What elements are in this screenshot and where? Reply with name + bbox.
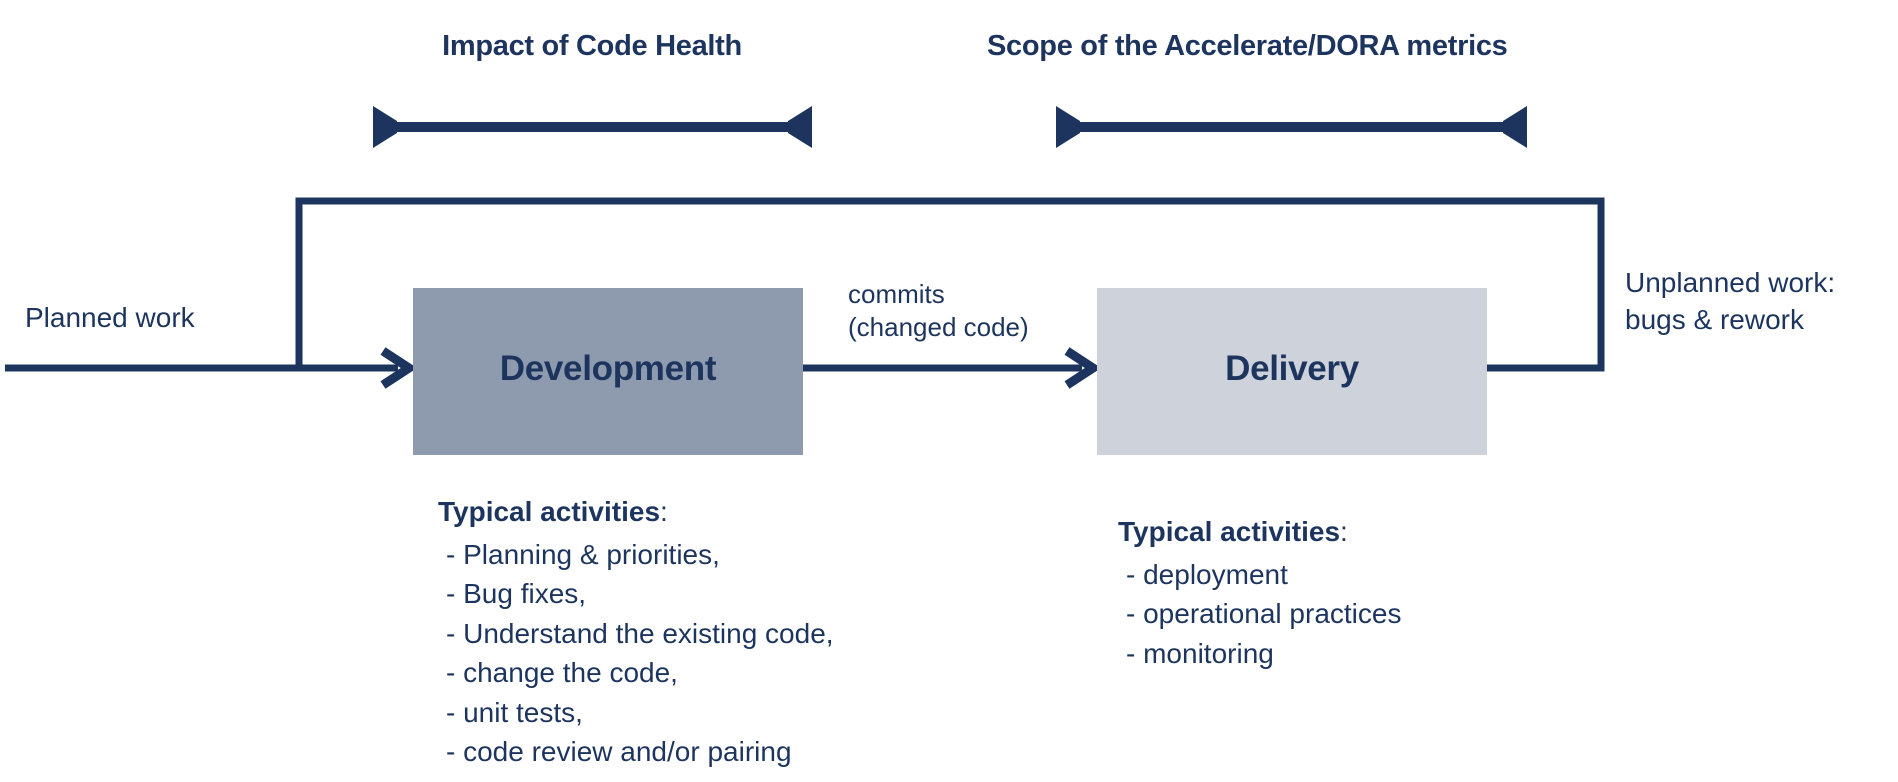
unplanned-work-line2: bugs & rework	[1625, 304, 1804, 335]
delivery-activities-list: - deployment - operational practices - m…	[1118, 555, 1401, 674]
commits-label-line1: commits	[848, 279, 945, 309]
code-health-title: Impact of Code Health	[442, 30, 742, 62]
dora-metrics-title: Scope of the Accelerate/DORA metrics	[987, 30, 1508, 62]
delivery-box-label: Delivery	[1225, 348, 1359, 388]
list-item: - unit tests,	[446, 696, 583, 728]
development-box: Development	[413, 288, 803, 455]
development-activities-title: Typical activities:	[438, 496, 668, 527]
list-item: - Bug fixes,	[446, 578, 587, 609]
unplanned-work-label: Unplanned work: bugs & rework	[1625, 264, 1835, 338]
commits-label: commits (changed code)	[848, 278, 1029, 344]
commits-arrowhead-icon	[1064, 347, 1102, 389]
list-item: - monitoring	[1126, 637, 1274, 669]
list-item: - deployment	[1126, 558, 1288, 590]
delivery-box: Delivery	[1097, 288, 1487, 455]
commits-label-line2: (changed code)	[848, 312, 1029, 342]
development-activities: Typical activities: - Planning & priorit…	[438, 492, 834, 772]
planned-work-label: Planned work	[25, 302, 195, 333]
unplanned-work-line1: Unplanned work:	[1625, 267, 1836, 298]
development-activities-list: - Planning & priorities, - Bug fixes, - …	[438, 535, 834, 772]
delivery-activities-title: Typical activities:	[1118, 516, 1348, 547]
code-health-scope-bracket	[373, 106, 812, 148]
bracket-left-cap-icon	[1056, 106, 1080, 148]
planned-work-arrowhead-icon	[380, 347, 418, 389]
list-item: - change the code,	[446, 657, 678, 688]
list-item: - Planning & priorities,	[446, 538, 720, 570]
bracket-right-cap-icon	[1503, 106, 1527, 148]
list-item: - code review and/or pairing	[446, 736, 792, 767]
list-item: - operational practices	[1126, 598, 1402, 629]
delivery-activities: Typical activities: - deployment - opera…	[1118, 512, 1401, 673]
development-box-label: Development	[499, 348, 717, 388]
dora-scope-bracket	[1056, 106, 1527, 148]
bracket-right-cap-icon	[788, 106, 812, 148]
list-item: - Understand the existing code,	[446, 617, 834, 649]
bracket-left-cap-icon	[373, 106, 397, 148]
feedback-loop-line	[295, 197, 1605, 372]
